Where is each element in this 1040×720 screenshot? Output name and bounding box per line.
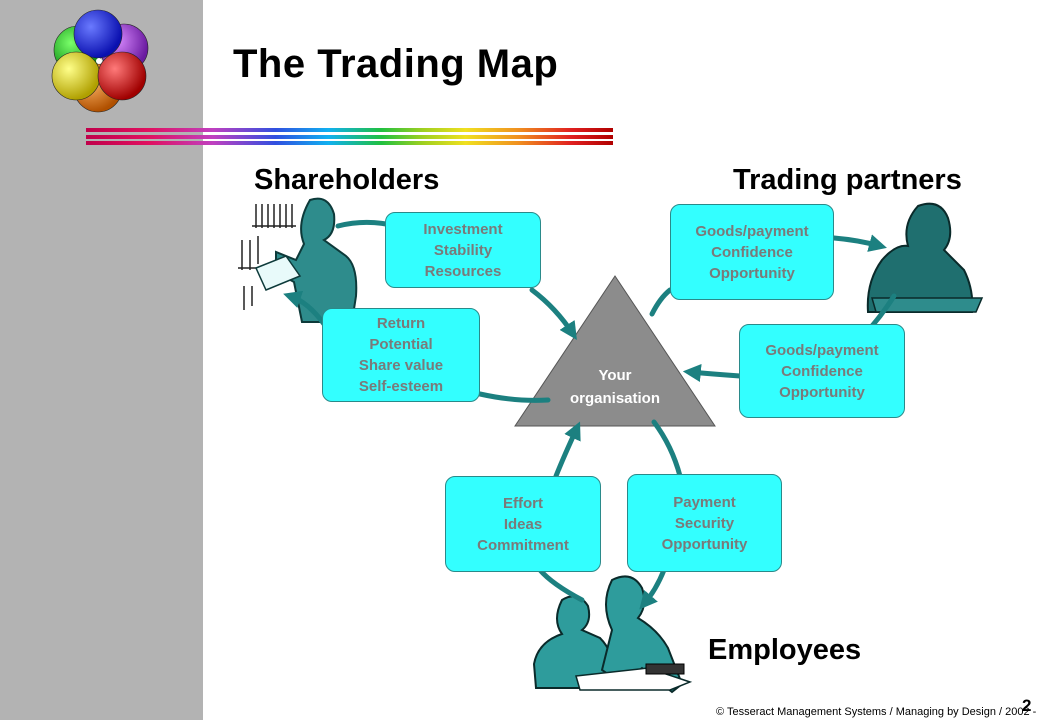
colored-spheres-logo: [51, 9, 149, 113]
effort-box: Effort Ideas Commitment: [445, 476, 601, 572]
goods-out-box: Goods/payment Confidence Opportunity: [670, 204, 834, 300]
organisation-label: Your organisation: [540, 364, 690, 410]
security-line: Security: [674, 514, 735, 532]
shareholders-label: Shareholders: [254, 164, 440, 196]
employees-label: Employees: [708, 634, 862, 666]
slide-title: The Trading Map: [233, 42, 559, 86]
sidebar-band: [0, 0, 203, 720]
arrow-investment-to-organisation: [529, 287, 577, 341]
page-number: 2: [1022, 696, 1032, 715]
commitment-line: Commitment: [477, 536, 569, 554]
rainbow-rule-top: [86, 128, 613, 132]
opportunity-line: Opportunity: [661, 535, 748, 553]
rainbow-rule-middle: [86, 135, 613, 139]
investment-line: Investment: [423, 220, 503, 238]
opportunity-line: Opportunity: [779, 383, 865, 401]
effort-line: Effort: [503, 494, 543, 512]
arrow-effort-to-organisation: [553, 421, 581, 479]
arrow-goods-to-organisation: [682, 364, 743, 382]
share-value-line: Share value: [358, 357, 444, 374]
opportunity-line: Opportunity: [709, 264, 795, 282]
arrow-organisation-to-payment: [651, 419, 683, 479]
employees-figure: [532, 575, 693, 694]
arrow-organisation-to-return: [477, 391, 551, 403]
footer-copyright: © Tesseract Management Systems / Managin…: [716, 706, 1037, 718]
arrow-payment-to-employees: [639, 567, 667, 610]
rainbow-rule-bottom: [86, 141, 613, 145]
organisation-label-line1: Your: [598, 367, 632, 384]
payment-line: Payment: [673, 493, 736, 511]
arrow-shareholders-to-investment: [335, 219, 389, 229]
return-box: Return Potential Share value Self-esteem: [322, 308, 480, 402]
resources-line: Resources: [424, 262, 502, 280]
trading-partners-label: Trading partners: [733, 164, 962, 196]
goods-in-box: Goods/payment Confidence Opportunity: [739, 324, 905, 418]
investment-box: Investment Stability Resources: [385, 212, 541, 288]
arrow-organisation-to-goods: [649, 287, 673, 317]
goods-payment-line: Goods/payment: [765, 341, 879, 359]
arrow-goods-to-trading-partners: [831, 234, 887, 252]
confidence-line: Confidence: [781, 362, 863, 380]
arrow-return-to-shareholders: [283, 290, 327, 327]
goods-payment-line: Goods/payment: [695, 222, 809, 240]
payment-box: Payment Security Opportunity: [627, 474, 782, 572]
confidence-line: Confidence: [711, 243, 793, 261]
ideas-line: Ideas: [503, 515, 543, 533]
stability-line: Stability: [433, 241, 493, 259]
arrow-trading-partners-to-goods: [869, 293, 897, 329]
trading-partner-figure: [866, 202, 984, 313]
shareholder-figure: [238, 197, 358, 323]
potential-line: Potential: [369, 336, 433, 353]
organisation-triangle: [514, 275, 716, 427]
return-line: Return: [376, 315, 426, 332]
organisation-label-line2: organisation: [569, 390, 660, 407]
arrow-employees-to-effort: [537, 567, 585, 603]
self-esteem-line: Self-esteem: [358, 378, 444, 395]
